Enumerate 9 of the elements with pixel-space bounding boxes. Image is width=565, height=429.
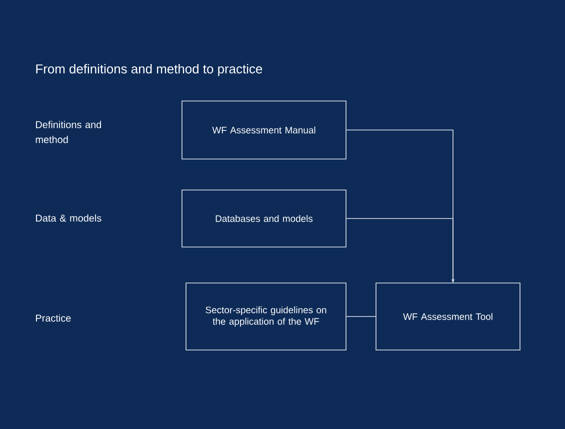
process-box: Databases and models [182,190,346,248]
row-label: Practice [36,314,71,322]
process-box: WF Assessment Tool [376,282,520,350]
process-box: WF Assessment Manual [182,100,346,160]
process-box: Sector-specific guidelines on the application of the WF [186,282,346,350]
row-label: Data & models [36,214,102,222]
connector [346,316,376,317]
slide-title: From definitions and method to practice [36,64,262,76]
row-label: Definitions and method [36,120,101,144]
